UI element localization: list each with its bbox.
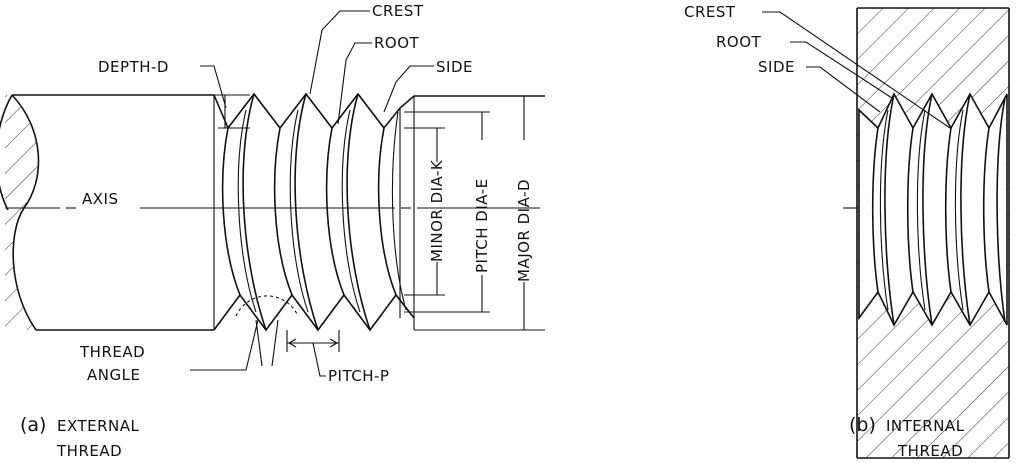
internal-caption-line1: INTERNAL: [886, 417, 965, 435]
depth-label: DEPTH-D: [98, 58, 169, 76]
major-dia-label: MAJOR DIA-D: [515, 179, 533, 282]
axis-label: AXIS: [82, 190, 118, 208]
external-caption: (a) EXTERNAL THREAD: [20, 414, 140, 460]
internal-thread-cavity: [858, 92, 1008, 327]
thread-angle-annotation: THREAD ANGLE: [79, 295, 299, 384]
thread-profile-bottom: [213, 293, 415, 332]
shaft-body: [0, 94, 214, 331]
thread-crest-lines: [221, 93, 407, 331]
internal-root-leader: ROOT: [716, 33, 893, 99]
crest-label: CREST: [372, 2, 424, 20]
pitch-dia-label: PITCH DIA-E: [473, 178, 491, 273]
internal-caption-letter: (b): [849, 414, 876, 436]
pitch-label: PITCH-P: [328, 367, 389, 385]
pitch-dimension: PITCH-P: [286, 330, 389, 385]
side-leader: SIDE: [383, 58, 473, 113]
internal-thread-lines: [871, 93, 1006, 326]
thread-angle-label-2: ANGLE: [87, 366, 140, 384]
internal-root-label: ROOT: [716, 33, 762, 51]
thread-angle-label-1: THREAD: [79, 343, 145, 361]
external-thread-figure: AXIS DEPTH-D CREST ROOT SIDE: [0, 2, 545, 460]
pitch-dia-dimension: PITCH DIA-E: [404, 111, 491, 313]
external-caption-line2: THREAD: [56, 442, 122, 460]
internal-caption: (b) INTERNAL THREAD: [849, 414, 965, 460]
side-label: SIDE: [436, 58, 473, 76]
external-caption-letter: (a): [20, 414, 46, 436]
depth-dimension: DEPTH-D: [98, 58, 250, 129]
internal-caption-line2: THREAD: [897, 442, 963, 460]
internal-thread-figure: CREST ROOT SIDE (b) INTERNAL THREAD: [684, 3, 1010, 460]
internal-crest-label: CREST: [684, 3, 736, 21]
internal-side-leader: SIDE: [758, 58, 881, 113]
external-caption-line1: EXTERNAL: [57, 417, 140, 435]
minor-dia-dimension: MINOR DIA-K: [404, 127, 446, 296]
internal-crest-leader: CREST: [684, 3, 951, 129]
root-leader: ROOT: [337, 34, 420, 125]
axis-centerline: AXIS: [5, 190, 540, 209]
internal-side-label: SIDE: [758, 58, 795, 76]
major-dia-dimension: MAJOR DIA-D: [414, 96, 545, 331]
root-label: ROOT: [374, 34, 420, 52]
crest-leader: CREST: [309, 2, 424, 95]
minor-dia-label: MINOR DIA-K: [428, 159, 446, 262]
